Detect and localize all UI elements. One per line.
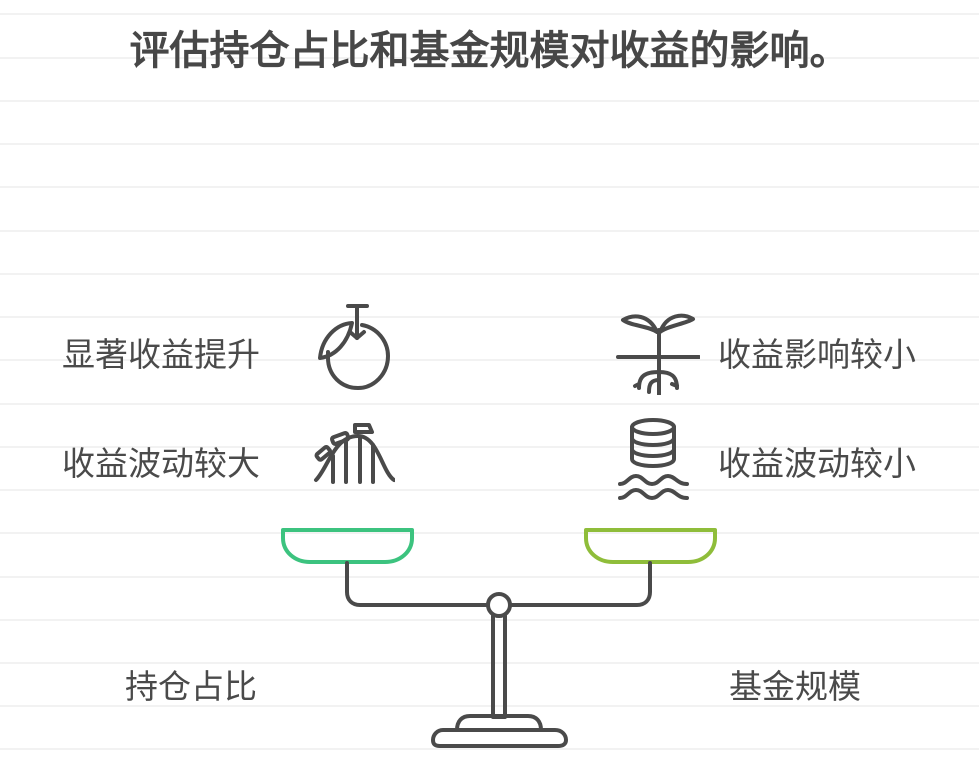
right-item-2-label: 收益波动较小 xyxy=(718,444,916,483)
left-item-2-label: 收益波动较大 xyxy=(62,444,260,483)
roller-coaster-icon xyxy=(314,423,395,484)
sprout-roots-icon xyxy=(616,313,700,395)
scale-base-top xyxy=(455,714,543,732)
scale-base-bottom xyxy=(431,728,568,748)
right-side-label: 基金规模 xyxy=(729,667,861,706)
scale-pivot xyxy=(486,592,512,618)
left-side-label: 持仓占比 xyxy=(125,667,257,706)
page-title: 评估持仓占比和基金规模对收益的影响。 xyxy=(129,28,850,74)
fruit-apple-icon xyxy=(318,304,390,390)
right-item-1-label: 收益影响较小 xyxy=(718,335,916,374)
left-pan xyxy=(281,528,414,564)
scale-pillar xyxy=(491,614,507,719)
left-item-1-label: 显著收益提升 xyxy=(62,335,260,374)
database-waves-icon xyxy=(618,418,689,500)
right-pan xyxy=(584,528,717,564)
scale-beam xyxy=(345,561,652,607)
